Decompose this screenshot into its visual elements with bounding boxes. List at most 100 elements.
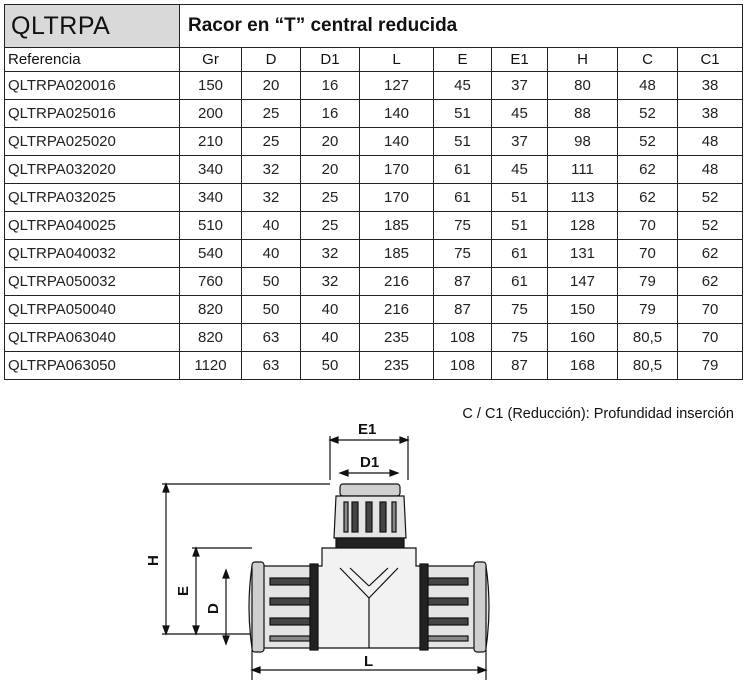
cell-gr: 210 (179, 127, 242, 156)
cell-gr: 340 (179, 155, 242, 184)
cell-referencia: QLTRPA040025 (4, 211, 180, 240)
cell-h: 131 (547, 239, 618, 268)
cell-e1: 75 (491, 295, 548, 324)
cell-gr: 820 (179, 323, 242, 352)
cell-c1: 79 (676, 351, 744, 380)
cell-c1: 38 (676, 99, 744, 128)
cell-h: 111 (547, 155, 618, 184)
cell-e1: 37 (491, 127, 548, 156)
cell-c1: 48 (676, 155, 744, 184)
cell-gr: 340 (179, 183, 242, 212)
cell-c: 48 (617, 71, 678, 100)
cell-d1: 25 (300, 183, 360, 212)
cell-c: 52 (617, 99, 678, 128)
cell-c1: 48 (676, 127, 744, 156)
cell-c1: 70 (676, 323, 744, 352)
product-code: QLTRPA (4, 4, 180, 48)
cell-e: 61 (433, 183, 492, 212)
cell-e: 61 (433, 155, 492, 184)
cell-e1: 45 (491, 155, 548, 184)
column-header-e: E (433, 47, 492, 72)
cell-l: 127 (359, 71, 434, 100)
cell-gr: 540 (179, 239, 242, 268)
cell-h: 128 (547, 211, 618, 240)
dim-label-h: H (145, 555, 162, 566)
insertion-depth-note: C / C1 (Reducción): Profundidad inserció… (462, 406, 734, 422)
cell-e: 75 (433, 239, 492, 268)
cell-d1: 20 (300, 127, 360, 156)
cell-d: 25 (241, 127, 301, 156)
cell-d: 32 (241, 155, 301, 184)
cell-h: 150 (547, 295, 618, 324)
cell-d: 32 (241, 183, 301, 212)
cell-e1: 61 (491, 267, 548, 296)
cell-c1: 70 (676, 295, 744, 324)
cell-referencia: QLTRPA040032 (4, 239, 180, 268)
cell-referencia: QLTRPA063040 (4, 323, 180, 352)
cell-l: 170 (359, 183, 434, 212)
cell-d1: 32 (300, 267, 360, 296)
cell-d: 40 (241, 239, 301, 268)
column-header-e1: E1 (491, 47, 548, 72)
cell-e1: 87 (491, 351, 548, 380)
spec-table: QLTRPA Racor en “T” central reducida Ref… (4, 4, 744, 380)
cell-e1: 51 (491, 183, 548, 212)
cell-referencia: QLTRPA025016 (4, 99, 180, 128)
cell-referencia: QLTRPA025020 (4, 127, 180, 156)
cell-c: 79 (617, 267, 678, 296)
cell-e: 51 (433, 99, 492, 128)
cell-c: 80,5 (617, 323, 678, 352)
cell-e: 75 (433, 211, 492, 240)
cell-h: 160 (547, 323, 618, 352)
dim-label-d: D (205, 603, 222, 614)
cell-d: 40 (241, 211, 301, 240)
cell-gr: 200 (179, 99, 242, 128)
cell-e1: 45 (491, 99, 548, 128)
cell-gr: 1120 (179, 351, 242, 380)
cell-e: 87 (433, 295, 492, 324)
cell-referencia: QLTRPA020016 (4, 71, 180, 100)
cell-l: 216 (359, 267, 434, 296)
cell-d: 50 (241, 267, 301, 296)
cell-h: 113 (547, 183, 618, 212)
cell-c1: 52 (676, 211, 744, 240)
cell-d1: 32 (300, 239, 360, 268)
cell-c: 62 (617, 183, 678, 212)
dim-label-d1: D1 (360, 454, 379, 471)
cell-referencia: QLTRPA063050 (4, 351, 180, 380)
cell-d: 63 (241, 323, 301, 352)
cell-l: 185 (359, 211, 434, 240)
cell-d1: 20 (300, 155, 360, 184)
cell-e1: 61 (491, 239, 548, 268)
cell-l: 185 (359, 239, 434, 268)
cell-h: 168 (547, 351, 618, 380)
cell-e: 108 (433, 351, 492, 380)
cell-d1: 25 (300, 211, 360, 240)
cell-e: 45 (433, 71, 492, 100)
cell-d1: 16 (300, 71, 360, 100)
cell-h: 80 (547, 71, 618, 100)
column-header-c1: C1 (676, 47, 744, 72)
cell-l: 235 (359, 351, 434, 380)
cell-h: 88 (547, 99, 618, 128)
cell-referencia: QLTRPA032025 (4, 183, 180, 212)
product-title: Racor en “T” central reducida (178, 4, 744, 48)
dim-label-l: L (364, 653, 373, 670)
cell-gr: 510 (179, 211, 242, 240)
cell-d1: 40 (300, 323, 360, 352)
cell-d: 25 (241, 99, 301, 128)
cell-e1: 37 (491, 71, 548, 100)
cell-gr: 760 (179, 267, 242, 296)
cell-l: 216 (359, 295, 434, 324)
column-header-d1: D1 (300, 47, 360, 72)
